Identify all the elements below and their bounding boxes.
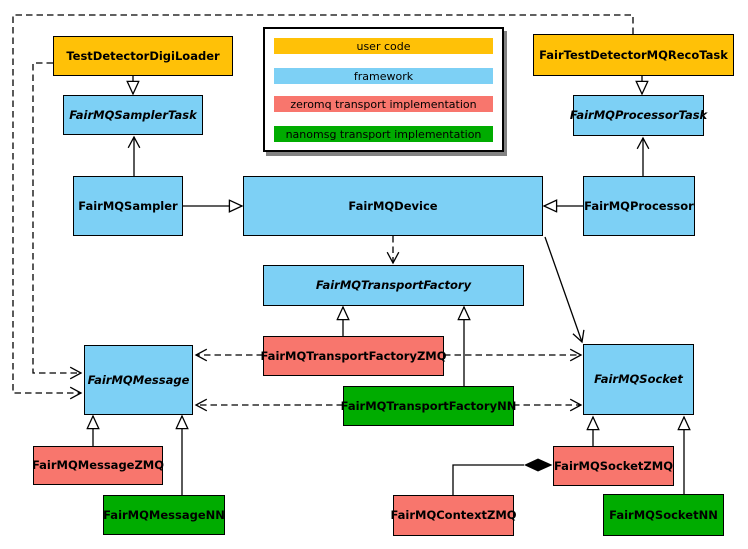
node-fairmqmessagenn: FairMQMessageNN [103,495,225,535]
node-fairmqsamplertask: FairMQSamplerTask [63,95,203,135]
edge-dependency-recotask-message [12,14,634,400]
edge-composition-socketzmq-contextzmq [452,464,524,495]
node-fairmqsampler: FairMQSampler [73,176,183,236]
composition-diamond-icon [524,458,553,472]
legend-label: user code [356,39,411,53]
legend-label: zeromq transport implementation [290,97,477,111]
legend-item-nanomsg: nanomsg transport implementation [274,126,493,142]
node-fairtestdetectormqrecotask: FairTestDetectorMQRecoTask [533,34,734,76]
node-fairmqcontextzmq: FairMQContextZMQ [390,495,517,536]
node-fairmqmessagezmq: FairMQMessageZMQ [32,446,164,485]
node-fairmqtransportfactoryzmq: FairMQTransportFactoryZMQ [261,336,447,376]
legend: user code framework zeromq transport imp… [263,27,504,152]
node-fairmqtransportfactorynn: FairMQTransportFactoryNN [341,386,516,426]
edge-association-device-socket [544,236,585,344]
node-fairmqprocessor: FairMQProcessor [583,176,695,236]
legend-item-framework: framework [274,68,493,84]
node-fairmqmessage: FairMQMessage [84,345,193,415]
node-fairmqsocketnn: FairMQSocketNN [603,494,724,536]
node-testdetectordigiloader: TestDetectorDigiLoader [53,36,233,76]
legend-label: nanomsg transport implementation [285,127,482,141]
node-fairmqprocessortask: FairMQProcessorTask [570,95,707,136]
node-fairmqtransportfactory: FairMQTransportFactory [263,265,524,306]
legend-label: framework [353,69,414,83]
node-fairmqdevice: FairMQDevice [243,176,543,236]
node-fairmqsocketzmq: FairMQSocketZMQ [553,446,674,486]
legend-item-zeromq: zeromq transport implementation [274,96,493,112]
node-fairmqsocket: FairMQSocket [583,344,694,415]
legend-item-user-code: user code [274,38,493,54]
